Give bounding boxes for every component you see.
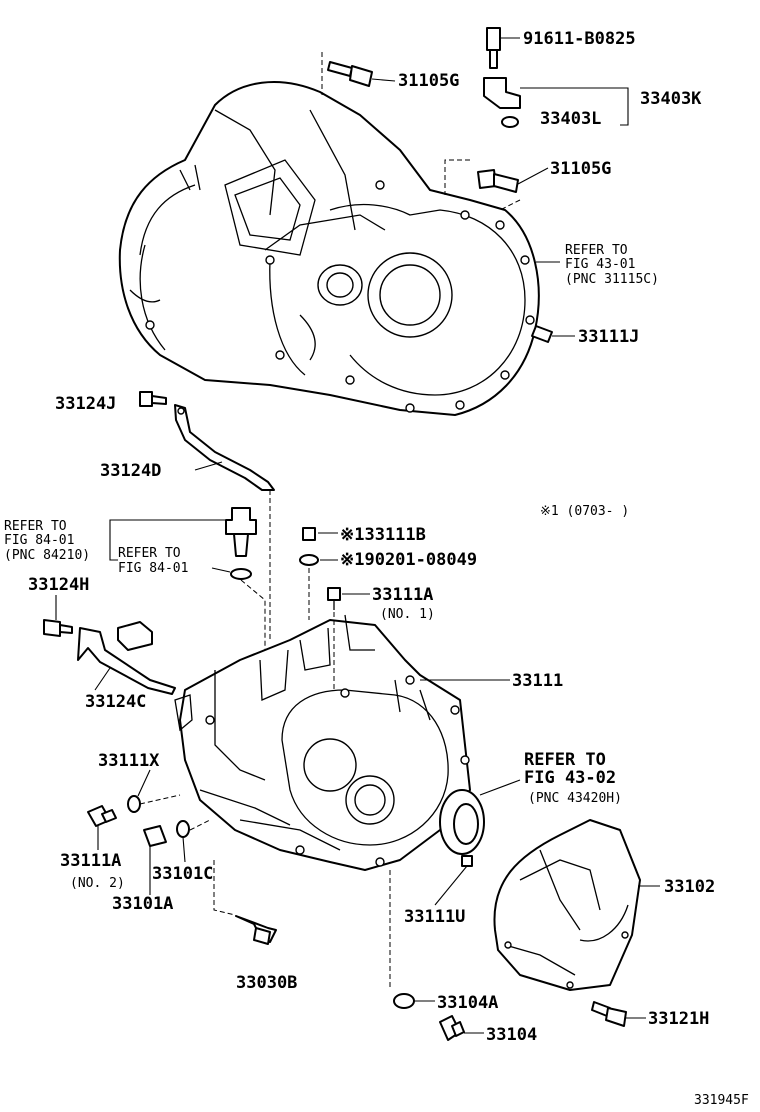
label-33102: 33102 [664,877,715,897]
label-33124j: 33124J [55,394,116,414]
pin-33111u [434,855,473,906]
bolt-33124j [139,391,167,407]
plug-33111b [299,527,338,566]
plug-33111a-no2 [87,805,117,827]
label-33104: 33104 [486,1025,537,1045]
oring-33104a [393,993,435,1009]
bolt-33121h [591,1001,646,1027]
label-33121h: 33121H [648,1009,709,1029]
label-33104a: 33104A [437,993,498,1013]
refer-fig43-01-line3: (PNC 31115C) [565,272,659,287]
fork-33124c [77,621,176,695]
label-33403l: 33403L [540,109,601,129]
bolt-33124h [43,595,73,637]
label-33111a-no1: 33111A [372,585,433,605]
label-33101c: 33101C [152,864,213,884]
label-33403k: 33403K [640,89,702,109]
label-90201-08049: ※190201-08049 [340,550,477,570]
bolt-91611-b0825 [486,27,520,69]
refer-fig43-02-line2: FIG 43-02 [524,768,616,788]
refer-fig43-01-line1: REFER TO [565,243,628,258]
label-33111a-no2: 33111A [60,851,121,871]
speed-sensor-33403k [483,77,629,128]
refer-fig43-02-line1: REFER TO [524,750,606,770]
refer-fig84-01-a-line3: (PNC 84210) [4,548,90,563]
refer-fig84-01-a-line2: FIG 84-01 [4,533,74,548]
label-33101a: 33101A [112,894,173,914]
label-33111a-no2-sub: (NO. 2) [70,876,125,891]
refer-fig84-01-b-line1: REFER TO [118,546,181,561]
label-91611-b0825: 91611-B0825 [523,29,636,49]
sensor-fig84 [109,507,257,580]
plug-33101a [143,825,167,895]
bolt-31105g-right [477,167,549,193]
label-33111b: ※133111B [340,525,426,545]
refer-fig43-02-line3: (PNC 43420H) [528,791,622,806]
figure-id: 331945F [694,1093,749,1108]
label-33124h: 33124H [28,575,89,595]
plug-33104 [439,1015,484,1041]
bolt-33030b [235,915,277,945]
label-31105g-top: 31105G [398,71,459,91]
cover-33102 [493,819,660,991]
label-31105g-right: 31105G [550,159,611,179]
oil-seal-fig43-02 [439,779,521,855]
label-33111: 33111 [512,671,563,691]
plug-33111a-no1 [327,587,370,610]
gasket-33111x [127,769,151,813]
label-33124d: 33124D [100,461,161,481]
upper-housing [118,81,540,416]
note-range: ※1 (0703- ) [540,504,629,519]
label-33111j: 33111J [578,327,639,347]
label-33111u: 33111U [404,907,465,927]
bracket-33124d [174,404,275,491]
refer-fig84-01-a-line1: REFER TO [4,519,67,534]
refer-fig84-01-b-line2: FIG 84-01 [118,561,188,576]
label-33124c: 33124C [85,692,146,712]
pin-33111j [531,325,575,343]
label-33030b: 33030B [236,973,297,993]
label-33111x: 33111X [98,751,160,771]
bolt-31105g-top [327,61,396,87]
label-33111a-no1-sub: (NO. 1) [380,607,435,622]
refer-fig43-01-line2: FIG 43-01 [565,257,635,272]
gasket-33101c [176,820,190,863]
